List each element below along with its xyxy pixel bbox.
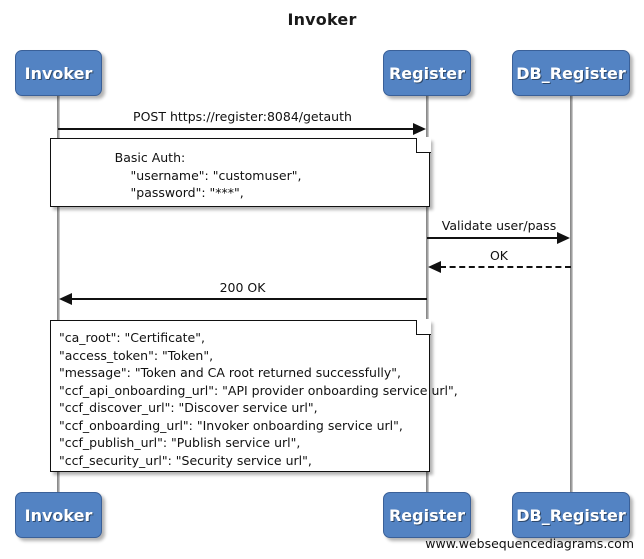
- arrowhead-left-icon: [59, 293, 72, 305]
- participant-label: DB_Register: [516, 505, 626, 525]
- message-label-validate: Validate user/pass: [441, 218, 557, 233]
- arrowhead-left-icon: [428, 261, 441, 273]
- participant-label: Register: [388, 505, 466, 525]
- arrowhead-right-icon: [413, 123, 426, 135]
- note-fold-border-icon: [415, 319, 431, 335]
- participant-register-bottom[interactable]: Register: [383, 492, 471, 538]
- message-label-200-ok: 200 OK: [219, 280, 266, 295]
- diagram-title: Invoker: [287, 10, 357, 29]
- footer-attribution: www.websequencediagrams.com: [425, 536, 634, 551]
- participant-register-top[interactable]: Register: [383, 50, 471, 96]
- arrowhead-right-icon: [557, 232, 570, 244]
- message-line-validate: [427, 237, 559, 239]
- note-basic-auth-text: Basic Auth: "username": "customuser", "p…: [114, 150, 302, 200]
- note-response-payload: "ca_root": "Certificate", "access_token"…: [50, 319, 458, 472]
- participant-invoker-top[interactable]: Invoker: [15, 50, 102, 96]
- message-label-post-getauth: POST https://register:8084/getauth: [133, 109, 352, 124]
- message-label-ok: OK: [489, 248, 509, 263]
- participant-label: Register: [388, 63, 466, 83]
- participant-label: Invoker: [24, 63, 93, 83]
- message-line-post-getauth: [58, 128, 415, 130]
- lifeline-register: [426, 96, 429, 492]
- participant-invoker-bottom[interactable]: Invoker: [15, 492, 102, 538]
- note-basic-auth: Basic Auth: "username": "customuser", "p…: [50, 137, 431, 207]
- participant-label: Invoker: [24, 505, 93, 525]
- note-response-payload-text: "ca_root": "Certificate", "access_token"…: [59, 330, 458, 468]
- participant-label: DB_Register: [516, 63, 626, 83]
- message-line-ok: [440, 266, 571, 268]
- participant-db-register-top[interactable]: DB_Register: [512, 50, 630, 96]
- note-fold-border-icon: [415, 137, 431, 153]
- lifeline-db-register: [570, 96, 573, 492]
- message-line-200-ok: [71, 298, 427, 300]
- participant-db-register-bottom[interactable]: DB_Register: [512, 492, 630, 538]
